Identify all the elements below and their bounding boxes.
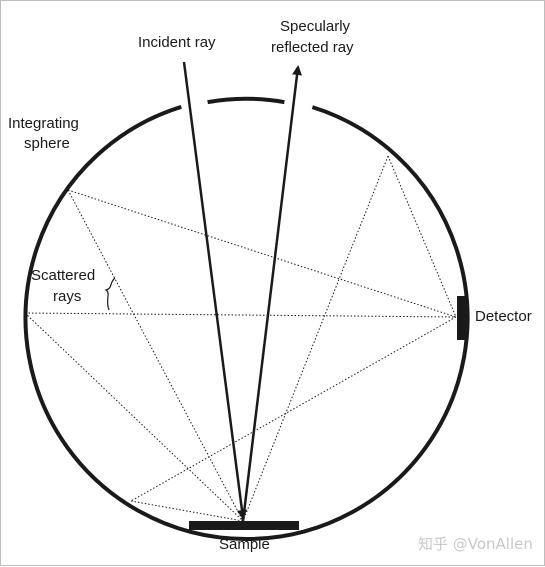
scattered-ray	[67, 189, 457, 318]
scattered-ray	[130, 316, 457, 502]
scattered-brace	[104, 277, 116, 311]
sample-bar	[189, 521, 299, 530]
label-incident-ray: Incident ray	[138, 34, 216, 51]
incident-ray-line	[182, 61, 247, 520]
specular-ray-line	[241, 65, 303, 522]
label-scattered-line1: Scattered	[31, 267, 95, 284]
scattered-ray	[387, 155, 457, 318]
watermark: 知乎 @VonAllen	[418, 535, 533, 553]
label-scattered-line2: rays	[53, 288, 81, 305]
scattered-ray	[67, 189, 244, 522]
sphere-arc-left	[23, 104, 470, 542]
label-detector: Detector	[475, 308, 532, 325]
label-specular-line2: reflected ray	[271, 39, 354, 56]
label-sphere-line2: sphere	[24, 135, 70, 152]
scattered-ray	[242, 155, 389, 522]
detector-bar	[457, 296, 466, 340]
label-sphere-line1: Integrating	[8, 115, 79, 132]
scattered-ray	[24, 312, 244, 522]
sphere-arc-top	[207, 96, 285, 105]
scattered-ray	[130, 500, 244, 522]
label-specular-line1: Specularly	[280, 18, 351, 35]
label-sample: Sample	[219, 536, 270, 553]
scattered-rays	[24, 155, 457, 522]
scattered-ray	[24, 312, 457, 318]
